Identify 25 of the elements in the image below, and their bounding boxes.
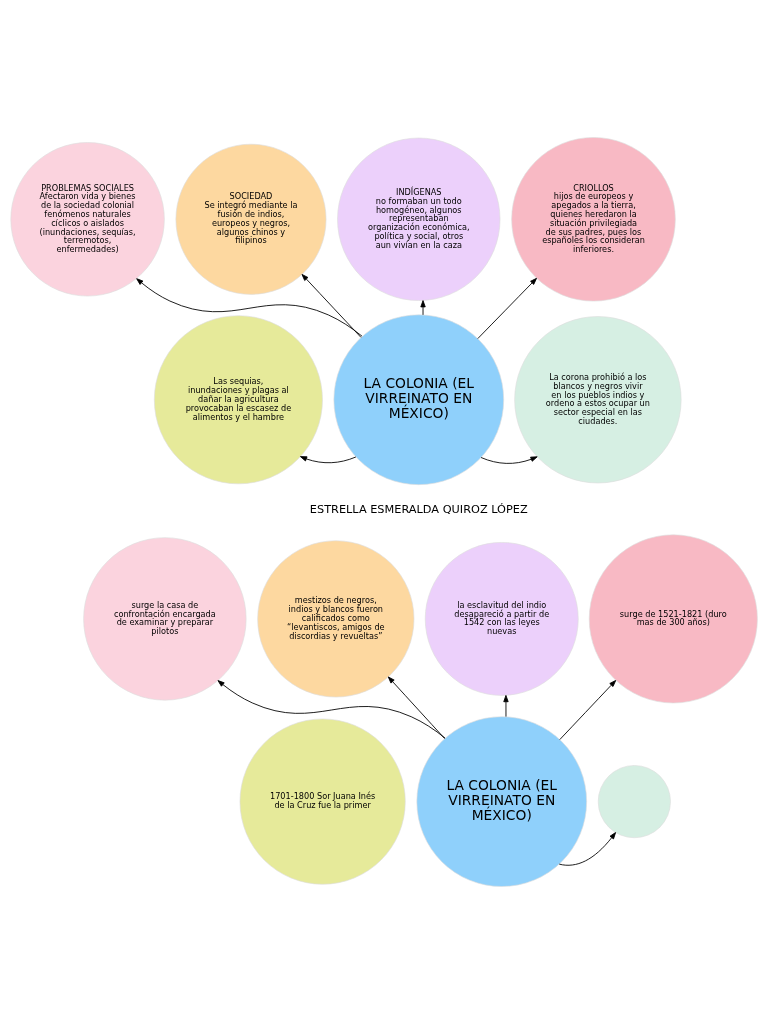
arrow: [480, 456, 538, 464]
node-circle: 1701-1800 Sor Juana Inés de la Cruz fue la primer: [239, 718, 406, 885]
arrow: [301, 273, 362, 338]
arrow: [387, 676, 446, 740]
node-circle: LA COLONIA (EL VIRREINATO EN MÉXICO): [333, 314, 504, 485]
node-circle: La corona prohibió a los blancos y negros vivir en los pueblos indios y ordeno a estos ocupar un sector especial en las ciudades.: [514, 316, 682, 484]
node-circle: SOCIEDAD Se integró mediante la fusión de indios, europeos y negros, algunos chinos y filipinos: [175, 143, 327, 295]
label: ESTRELLA ESMERALDA QUIROZ LÓPEZ: [309, 502, 528, 516]
arrow: [217, 680, 446, 739]
arrow: [420, 300, 426, 316]
arrow: [300, 456, 357, 464]
node-circle: Las sequias, inundaciones y plagas al dañar la agricultura provocaban la escasez de alimentos y el hambre: [154, 315, 323, 485]
node-circle: surge la casa de confrontación encargada de examinar y preparar pilotos: [83, 537, 247, 701]
node-circle: la esclavitud del indio desapareció a partir de 1542 con las leyes nuevas: [424, 542, 579, 696]
arrow: [558, 832, 616, 866]
node-circle: mestizos de negros, indios y blancos fueron calificados como “levantiscos, amigos de discordias y revueltas”: [257, 540, 415, 698]
arrow: [503, 695, 509, 718]
node-circle: LA COLONIA (EL VIRREINATO EN MÉXICO): [416, 716, 587, 887]
arrow: [559, 680, 617, 741]
node-circle: surge de 1521-1821 (duro mas de 300 años): [588, 534, 758, 704]
arrow: [136, 278, 363, 337]
arrow: [477, 277, 537, 340]
node-circle: CRIOLLOS hijos de europeos y apegados a la tierra, quienes heredaron la situación privilegiada de sus padres, pues los españoles los consideran inferiores.: [511, 137, 676, 302]
node-circle: INDÍGENAS no formaban un todo homogéneo, algunos representaban organización económica, política y social, otros aun vivían en la caza: [337, 137, 501, 301]
node-circle: PROBLEMAS SOCIALES Afectaron vida y bienes de la sociedad colonial fenómenos naturales cíclicos o aislados (inundaciones, sequías, terremotos, enfermedades): [10, 142, 165, 297]
